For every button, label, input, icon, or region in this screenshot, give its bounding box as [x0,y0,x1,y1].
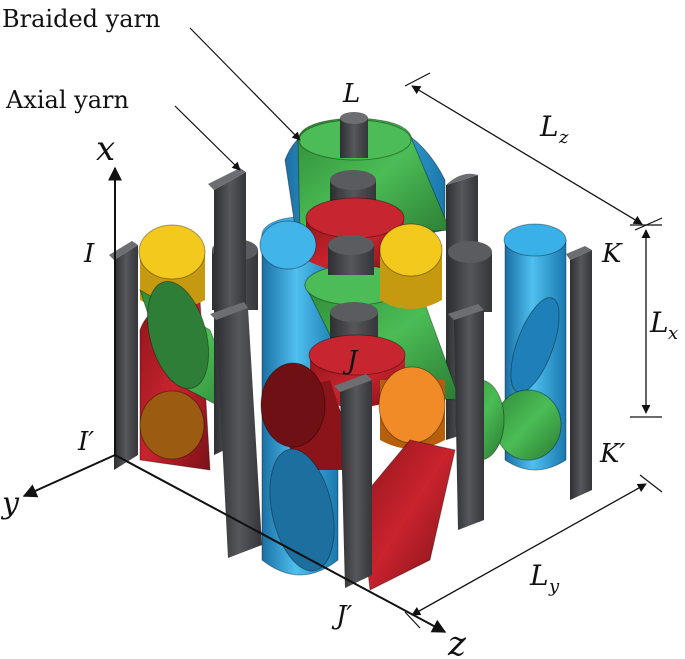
braided-yarn-dark-red-front [260,362,360,470]
label-point-J-prime: J′ [331,601,352,631]
dimension-Lz [404,72,663,231]
braided-yarn-blue-cap [259,220,317,270]
braided-yarn-blue-bottom [269,448,335,572]
label-y-axis: y [0,486,20,521]
label-dimension-Lz: L z [539,110,569,148]
label-point-J: J [342,346,359,376]
braided-yarn-yellow-right [379,223,443,309]
axial-yarn-front-left-1 [109,241,138,470]
axial-yarn-far-right [566,246,592,500]
label-point-K: K [601,239,623,269]
label-z-axis: z [447,624,467,659]
svg-text:z: z [558,127,569,148]
svg-text:L: L [649,306,669,339]
label-point-I: I [83,239,95,269]
dimension-Lx [630,224,662,418]
label-point-L: L [342,79,360,109]
leader-braided-yarn [189,27,301,141]
label-axial-yarn: Axial yarn [5,86,129,114]
axial-yarn-right-gray-cylinder [448,241,492,312]
axial-yarn-front-right [448,304,484,530]
label-dimension-Ly: L y [529,559,560,597]
label-point-K-prime: K′ [599,439,625,469]
leader-axial-yarn [174,105,241,171]
label-x-axis: x [96,129,115,169]
braided-yarn-green-right [494,389,562,461]
label-braided-yarn: Braided yarn [2,5,160,33]
axial-yarn-top-center-gray [328,235,374,275]
braided-yarn-brown-left [139,390,205,460]
svg-text:L: L [539,110,559,143]
svg-text:L: L [529,559,549,592]
label-dimension-Lx: L x [649,306,678,344]
z-axis-arrow [114,454,447,633]
axial-yarn-top [340,112,368,158]
braided-yarn-orange-front [378,366,446,449]
label-point-I-prime: I′ [77,427,94,457]
svg-text:x: x [668,323,678,344]
axial-yarn-front-center-left [210,302,262,558]
axial-yarn-front-center [334,374,372,588]
braided-yarn-red-bottom [359,439,456,591]
y-axis-arrow [22,454,116,498]
svg-text:y: y [548,576,560,597]
dimension-Ly [404,474,663,629]
